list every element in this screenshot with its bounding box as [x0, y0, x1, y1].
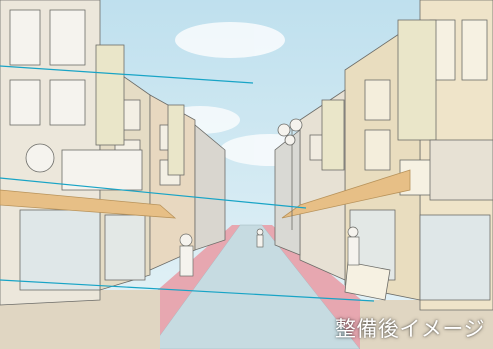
left-buildings	[0, 0, 226, 306]
awning-right	[281, 169, 411, 219]
annotation-line-awning	[0, 177, 307, 209]
awning-left	[0, 189, 177, 219]
street-lamp	[277, 118, 303, 230]
right-buildings	[274, 0, 493, 311]
annotation-lines	[0, 65, 375, 302]
caption-text: 整備後イメージ	[334, 317, 485, 341]
annotation-line-sky	[0, 65, 254, 84]
annotation-line-sidewalk	[0, 279, 375, 302]
pedestrians	[179, 226, 360, 277]
